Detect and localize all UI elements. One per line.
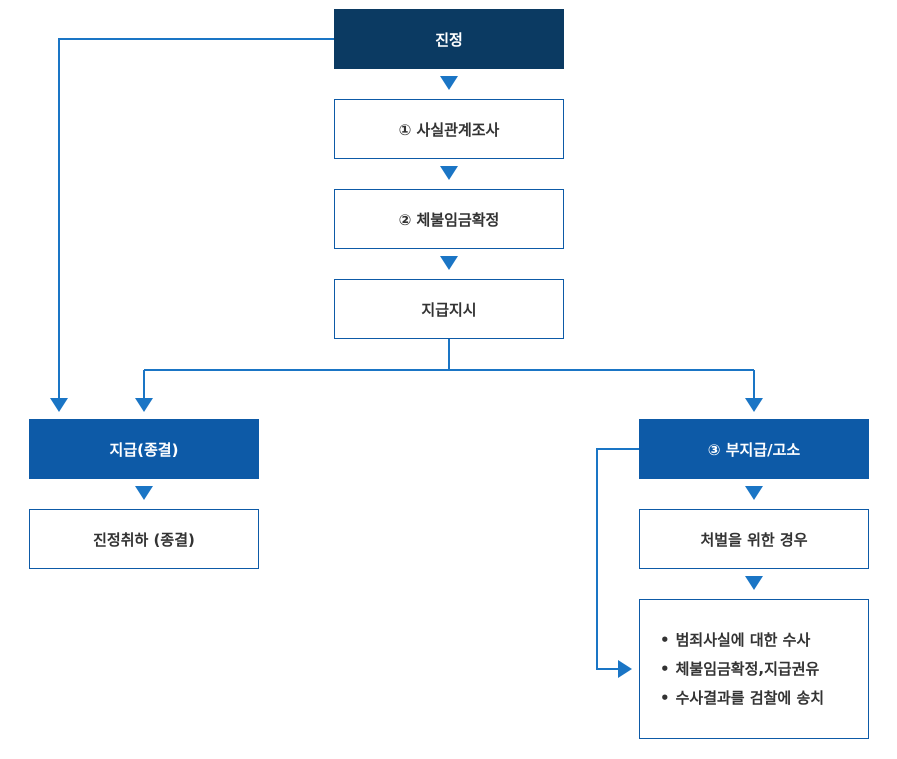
action-item: 체불임금확정,지급권유 <box>660 655 824 684</box>
arrow-step1-step2 <box>440 166 458 180</box>
action-item: 범죄사실에 대한 수사 <box>660 626 824 655</box>
node-payment-order: 지급지시 <box>334 279 564 339</box>
node-fact-investigation: ① 사실관계조사 <box>334 99 564 159</box>
node-unpaid-complaint: ③ 부지급/고소 <box>639 419 869 479</box>
action-item: 수사결과를 검찰에 송치 <box>660 684 824 713</box>
node-punishment-case: 처벌을 위한 경우 <box>639 509 869 569</box>
connector-unpaid-to-actions <box>596 448 639 670</box>
node-wage-confirmation: ② 체불임금확정 <box>334 189 564 249</box>
arrow-petition-step1 <box>440 76 458 90</box>
node-petition: 진정 <box>334 9 564 69</box>
connector-petition-to-paid <box>58 38 334 400</box>
arrow-step2-order <box>440 256 458 270</box>
arrow-into-paid-left <box>50 398 68 412</box>
arrow-into-unpaid <box>745 398 763 412</box>
arrow-into-actions <box>618 660 632 678</box>
connector-order-branch <box>143 338 755 400</box>
arrow-punish-actions <box>745 576 763 590</box>
arrow-paid-withdrawal <box>135 486 153 500</box>
node-paid-closed: 지급(종결) <box>29 419 259 479</box>
arrow-unpaid-punish <box>745 486 763 500</box>
node-actions-list: 범죄사실에 대한 수사 체불임금확정,지급권유 수사결과를 검찰에 송치 <box>639 599 869 739</box>
node-withdrawal-closed: 진정취하 (종결) <box>29 509 259 569</box>
actions-list: 범죄사실에 대한 수사 체불임금확정,지급권유 수사결과를 검찰에 송치 <box>660 626 824 713</box>
arrow-into-paid-right <box>135 398 153 412</box>
